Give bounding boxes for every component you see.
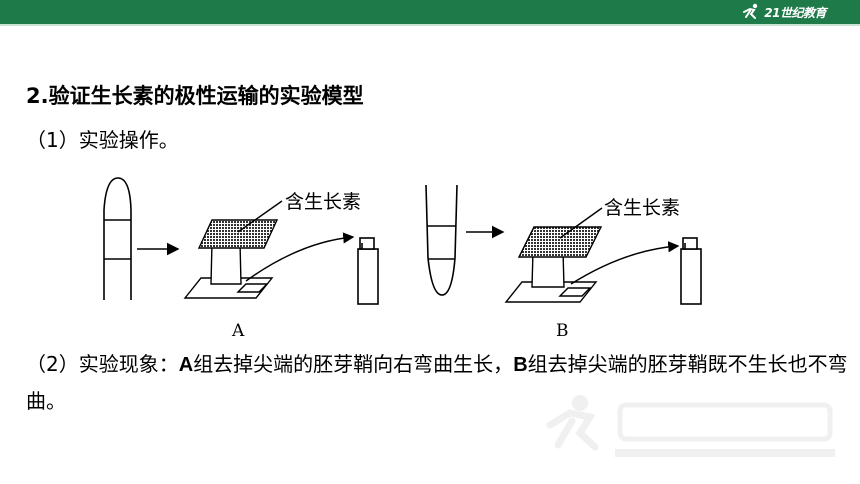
- group-a-ref: A: [178, 354, 194, 376]
- brand-logo[interactable]: 21世纪教育: [740, 3, 826, 21]
- tube-a: [357, 237, 379, 305]
- section-title: 2.验证生长素的极性运输的实验模型: [26, 84, 364, 108]
- label-leader-a: [237, 200, 283, 233]
- receiver-block-setup-b: [504, 226, 603, 303]
- coleoptile-inverted-b: [425, 184, 458, 296]
- watermark-icon: [546, 395, 835, 457]
- header-bar: [0, 0, 860, 24]
- runner-icon: [743, 3, 758, 19]
- coleoptile-apical-a: [103, 177, 132, 300]
- tube-b: [680, 237, 702, 305]
- receiver-block-setup-a: [183, 219, 279, 299]
- group-a-result: 组去掉尖端的胚芽鞘向右弯曲生长，: [193, 352, 514, 376]
- label-b: B: [556, 321, 569, 341]
- transfer-arrow-a: [245, 232, 355, 282]
- group-b-ref: B: [513, 354, 528, 376]
- experiment-figure: 含生长素 A 含生长素 B: [103, 177, 702, 341]
- step-2-observation: （2）实验现象：A组去掉尖端的胚芽鞘向右弯曲生长，B组去掉尖端的胚芽鞘既不生长也…: [26, 346, 856, 419]
- auxin-label-b: 含生长素: [604, 197, 680, 219]
- header-divider: [0, 24, 860, 26]
- group-b-result: 组去掉尖端的胚芽鞘既不生长也不弯曲。: [26, 352, 848, 413]
- label-leader-b: [559, 207, 603, 239]
- label-a: A: [231, 321, 245, 341]
- auxin-label-a: 含生长素: [285, 191, 361, 213]
- transfer-arrow-b: [570, 241, 680, 285]
- brand-logo-text: 21世纪教育: [764, 5, 826, 20]
- step-2-prefix: （2）实验现象：: [26, 352, 179, 376]
- step-1-label: （1）实验操作。: [26, 128, 179, 152]
